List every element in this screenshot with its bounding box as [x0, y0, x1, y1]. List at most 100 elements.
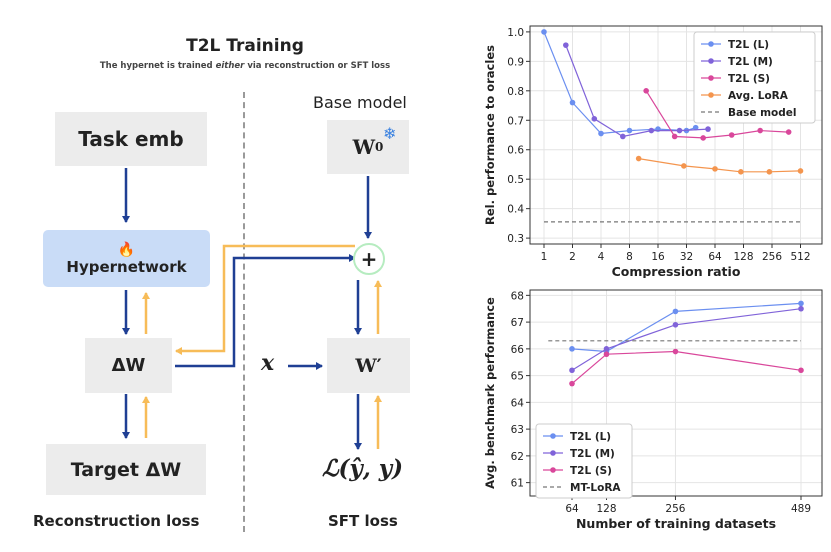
legend-entry: T2L (L) [570, 431, 611, 443]
data-point [591, 115, 598, 122]
hypernetwork-box: 🔥 Hypernetwork [43, 230, 210, 287]
delta-w-box: ΔW [85, 338, 172, 393]
x-tick-label: 2 [569, 251, 576, 263]
x-tick-label: 64 [708, 251, 722, 263]
legend-entry: T2L (M) [570, 448, 615, 460]
series-line [645, 90, 789, 139]
x-tick-label: 32 [680, 251, 693, 263]
y-tick-label: 63 [511, 424, 524, 436]
w0-subscript: 0 [375, 140, 384, 154]
legend-swatch-marker [708, 92, 714, 98]
data-point [797, 168, 804, 174]
legend-swatch-marker [550, 467, 556, 473]
subtitle-part: via reconstruction or SFT loss [244, 61, 391, 71]
data-point [766, 169, 773, 175]
data-point [705, 126, 711, 132]
y-tick-label: 0.4 [507, 204, 524, 216]
data-point [681, 163, 687, 169]
w0-label: W [352, 135, 376, 159]
data-point [626, 127, 633, 134]
data-point [635, 155, 642, 162]
data-point [672, 321, 679, 328]
hypernetwork-label: Hypernetwork [66, 257, 187, 276]
x-tick-label: 8 [626, 251, 633, 263]
y-tick-label: 66 [511, 344, 525, 356]
legend-swatch-marker [708, 58, 714, 64]
data-point [620, 133, 626, 140]
x-tick-label: 16 [651, 251, 665, 263]
plot-frame [529, 289, 823, 497]
y-tick-label: 65 [511, 371, 524, 383]
x-tick-label: 256 [665, 503, 685, 515]
series-line [638, 158, 801, 173]
x-tick-label: 128 [596, 503, 616, 515]
x-input-label: x [261, 350, 275, 376]
series-line [565, 44, 709, 138]
series-line [571, 308, 802, 371]
x-axis-label: Compression ratio [612, 264, 741, 278]
y-tick-label: 62 [511, 451, 524, 463]
x-tick-label: 4 [598, 251, 605, 263]
data-point [728, 132, 735, 138]
reconstruction-loss-label: Reconstruction loss [33, 512, 200, 530]
x-tick-label: 512 [790, 251, 810, 263]
fire-icon: 🔥 [117, 241, 136, 258]
y-tick-label: 0.3 [507, 233, 524, 245]
data-point [643, 88, 649, 94]
y-tick-label: 0.5 [507, 174, 524, 186]
target-delta-w-box: Target ΔW [46, 444, 206, 495]
data-point [603, 346, 610, 352]
sft-loss-expression: ℒ(ŷ, y) [321, 455, 404, 482]
y-tick-label: 61 [511, 478, 524, 490]
data-point [569, 380, 575, 387]
y-tick-label: 0.7 [507, 115, 524, 127]
data-point [671, 133, 678, 140]
w-prime-label: W′ [355, 354, 382, 377]
x-tick-label: 1 [541, 251, 548, 263]
legend-box [693, 31, 816, 124]
legend-swatch-marker [550, 433, 556, 439]
legend-swatch-marker [550, 450, 556, 456]
x-axis-label: Number of training datasets [576, 516, 776, 531]
legend-entry: Base model [728, 107, 797, 119]
target-delta-w-label: Target ΔW [70, 458, 182, 481]
legend-entry: Avg. LoRA [728, 90, 789, 102]
data-point [798, 300, 804, 307]
plot-frame [529, 25, 823, 245]
data-point [672, 348, 679, 355]
legend-entry: T2L (S) [570, 465, 612, 477]
diagram-arrows [122, 168, 382, 450]
plus-node: + [353, 243, 385, 275]
y-tick-label: 64 [511, 397, 525, 409]
x-tick-label: 64 [565, 503, 579, 515]
y-tick-label: 0.9 [507, 56, 524, 68]
data-point [569, 99, 576, 106]
legend-entry: T2L (L) [728, 39, 769, 51]
legend-entry: T2L (M) [728, 56, 773, 68]
data-point [757, 127, 763, 134]
y-axis-label: Rel. performance to oracles [483, 45, 497, 225]
legend-swatch-marker [708, 41, 714, 47]
base-model-label: Base model [313, 93, 407, 112]
w-prime-box: W′ [327, 338, 410, 393]
data-point [798, 305, 804, 312]
section-divider [243, 92, 245, 532]
data-point [569, 367, 575, 374]
y-tick-label: 0.8 [507, 86, 524, 98]
data-point [798, 367, 804, 374]
y-tick-label: 1.0 [507, 27, 524, 39]
data-point [541, 29, 547, 35]
data-point [676, 127, 683, 134]
data-point [692, 124, 699, 131]
subtitle-emphasis: either [215, 61, 245, 71]
data-point [598, 130, 604, 137]
y-tick-label: 0.6 [507, 145, 524, 157]
task-emb-label: Task emb [78, 127, 184, 151]
snowflake-icon: ❄ [383, 124, 397, 143]
task-emb-box: Task emb [55, 112, 207, 166]
data-point [603, 351, 610, 358]
arrow-plus-to-dw-grad [175, 244, 355, 355]
